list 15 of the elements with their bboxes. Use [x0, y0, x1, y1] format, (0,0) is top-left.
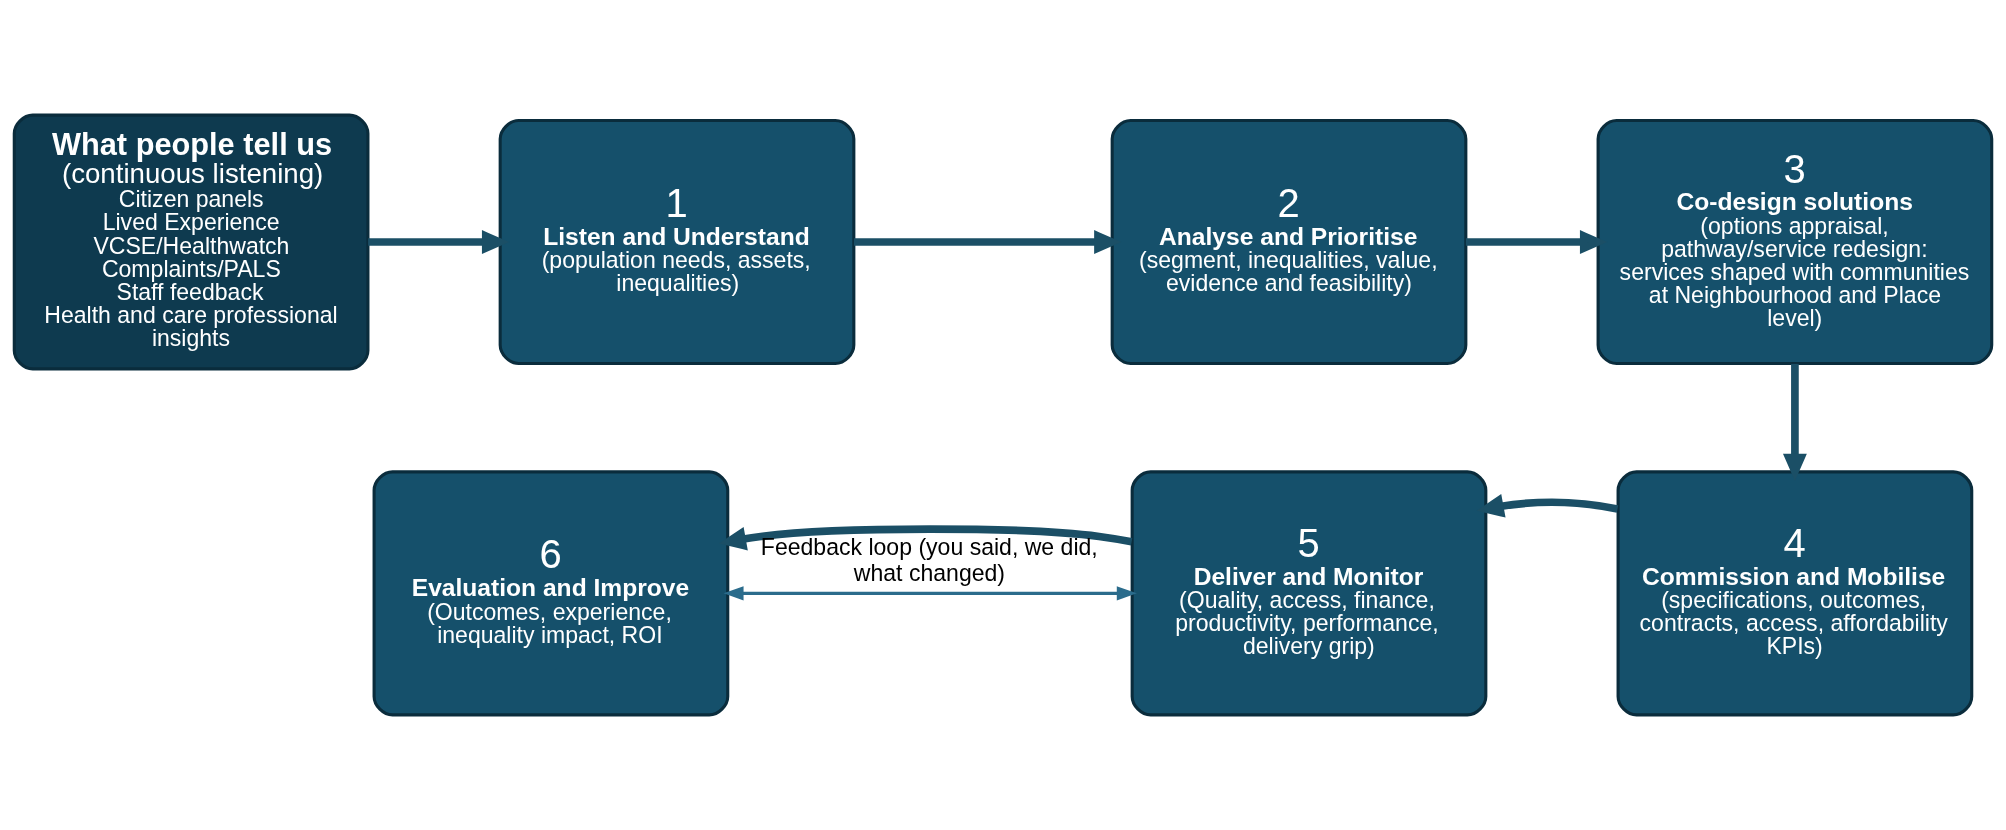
- node-box: What people tell us (continuous listening) Citizen panels Lived Experience VCSE/Healthwatch Complaints/PALS Staff feedback Health and care professional insights: [12, 113, 370, 371]
- arrow: [368, 230, 510, 254]
- node-box: 1 Listen and Understand (population needs, assets, inequalities): [498, 119, 856, 366]
- arrow: [1476, 494, 1619, 518]
- arrow: [853, 230, 1122, 254]
- node-box: 5 Deliver and Monitor (Quality, access, finance, productivity, performance, delivery grip): [1130, 470, 1488, 717]
- node-box: 3 Co-design solutions (options appraisal, pathway/service redesign: services shaped with communities at Neighbourhood and Place level): [1596, 119, 1994, 366]
- node-box: 6 Evaluation and Improve (Outcomes, experience, inequality impact, ROI: [372, 470, 730, 717]
- arrow: [718, 525, 1133, 551]
- arrow: [1465, 230, 1608, 254]
- arrow: [1782, 363, 1807, 482]
- node-box: 2 Analyse and Prioritise (segment, inequalities, value, evidence and feasibility): [1110, 119, 1468, 366]
- edge-label: Feedback loop (you said, we did, what changed): [760, 533, 1098, 587]
- node-box: 4 Commission and Mobilise (specifications, outcomes, contracts, access, affordability KPIs): [1616, 470, 1974, 717]
- arrow: [723, 586, 1137, 601]
